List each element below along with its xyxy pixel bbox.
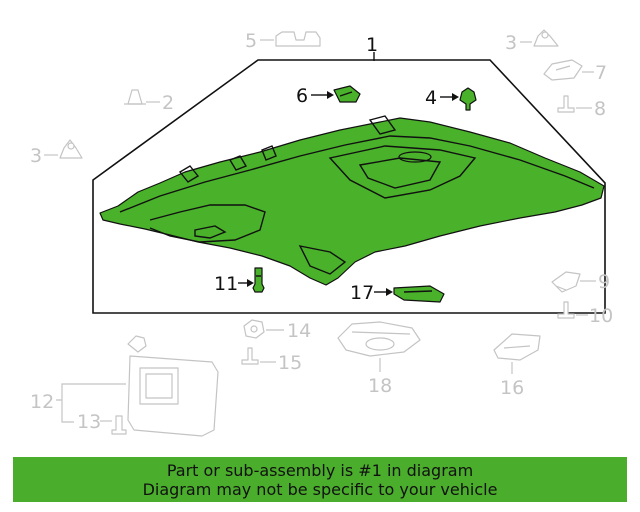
part-2-clip-icon [124, 89, 146, 105]
parts-diagram: 1 2 3 5 3 6 [30, 29, 613, 437]
callout-7[interactable]: 7 [595, 62, 607, 84]
callout-3-right[interactable]: 3 [505, 32, 517, 54]
part-17-trim[interactable] [393, 285, 445, 303]
part-9-clip-icon [551, 271, 581, 293]
banner-line-1: Part or sub-assembly is #1 in diagram [166, 461, 474, 480]
part-15-pin-icon [241, 347, 259, 365]
part-16-lens-icon [493, 333, 541, 361]
callout-5[interactable]: 5 [245, 30, 257, 52]
banner-line-2: Diagram may not be specific to your vehi… [142, 480, 498, 499]
callout-2[interactable]: 2 [162, 92, 174, 114]
callout-11[interactable]: 11 [214, 273, 238, 295]
callout-8[interactable]: 8 [594, 98, 606, 120]
part-8-pin-icon [557, 95, 575, 113]
callout-15[interactable]: 15 [278, 352, 302, 374]
part-3-retainer-icon-left [59, 139, 83, 159]
part-6-clip[interactable] [333, 85, 361, 103]
part-10-pin-icon [557, 301, 575, 319]
callout-13[interactable]: 13 [77, 411, 101, 433]
part-11-pin[interactable] [252, 267, 265, 293]
info-banner: Part or sub-assembly is #1 in diagram Di… [13, 457, 627, 502]
callout-17[interactable]: 17 [350, 282, 374, 304]
callout-9[interactable]: 9 [598, 271, 610, 293]
part-5-bracket-icon [275, 31, 321, 47]
callout-1[interactable]: 1 [366, 34, 378, 56]
callout-6[interactable]: 6 [296, 85, 308, 107]
callout-4[interactable]: 4 [425, 87, 437, 109]
callout-12[interactable]: 12 [30, 391, 54, 413]
callout-16[interactable]: 16 [500, 377, 524, 399]
part-12-sun-visor-icon [127, 335, 219, 437]
callout-3-left[interactable]: 3 [30, 145, 42, 167]
part-7-bracket-icon [543, 59, 583, 81]
part-13-screw-icon [111, 415, 127, 435]
assembly-boundary [92, 59, 606, 314]
part-14-clip-icon [243, 319, 265, 339]
callout-10[interactable]: 10 [589, 305, 613, 327]
callout-14[interactable]: 14 [287, 320, 311, 342]
part-4-fastener[interactable] [459, 87, 477, 111]
headliner-part[interactable] [99, 115, 605, 286]
part-18-lamp-icon [337, 321, 421, 357]
part-3-retainer-icon-right [533, 29, 559, 47]
callout-18[interactable]: 18 [368, 375, 392, 397]
